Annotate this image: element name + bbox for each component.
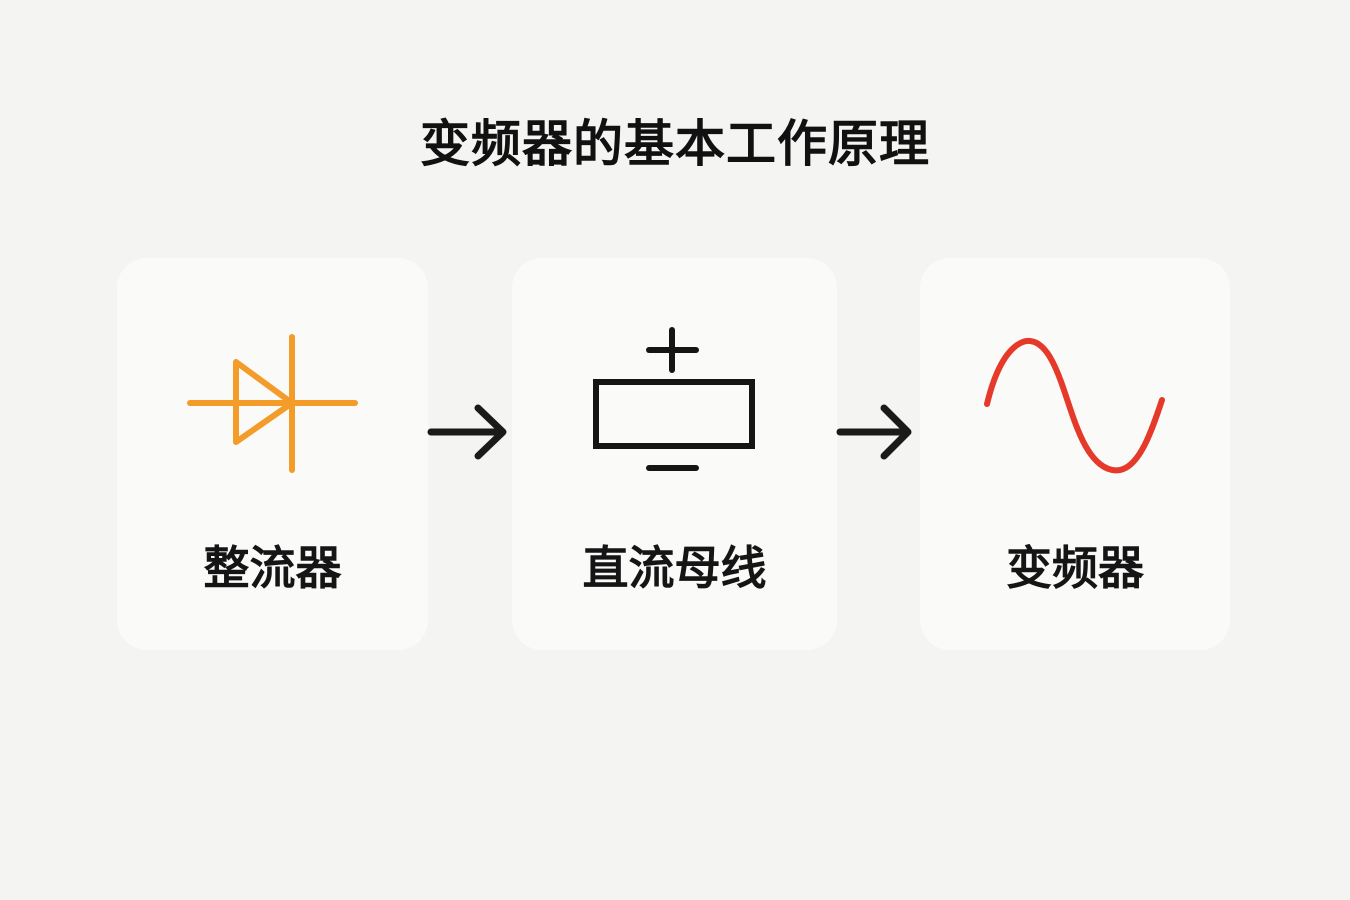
rectifier-card: [117, 258, 428, 650]
diode-icon: [187, 334, 358, 473]
sine-wave-icon: [984, 337, 1165, 474]
rectifier-label: 整流器: [203, 541, 342, 595]
capacitor-icon: [593, 327, 755, 471]
dc-bus-label: 直流母线: [582, 541, 767, 595]
arrow-right-icon: [427, 404, 507, 460]
inverter-card: [920, 258, 1230, 650]
diagram-title: 变频器的基本工作原理: [420, 115, 930, 173]
arrow-right-icon: [836, 404, 912, 460]
dc-bus-card: [512, 258, 837, 650]
inverter-label: 变频器: [1006, 541, 1144, 595]
